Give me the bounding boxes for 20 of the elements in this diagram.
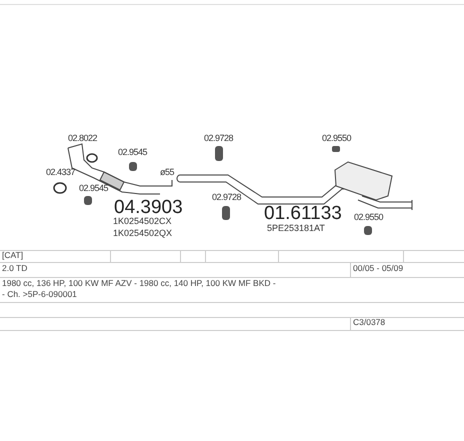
table-text: C3/0378 bbox=[353, 318, 386, 326]
part-number: 02.8022 bbox=[68, 134, 98, 143]
part-number: 02.9728 bbox=[204, 134, 234, 143]
part-number: 02.9545 bbox=[118, 148, 148, 157]
part-number: 5PE253181AT bbox=[267, 224, 325, 233]
table-text: 1980 cc, 136 HP, 100 KW MF AZV - 1980 cc, 140 HP, 100 KW MF BKD - bbox=[2, 279, 276, 288]
part-number: 02.4337 bbox=[46, 168, 76, 177]
table-text: [CAT] bbox=[2, 251, 24, 260]
table-text: 2.0 TD bbox=[2, 264, 28, 272]
part-number: 01.61133 bbox=[264, 204, 342, 223]
part-number: 02.9545 bbox=[79, 184, 108, 193]
part-number: 02.9550 bbox=[354, 213, 384, 222]
part-number: 02.9728 bbox=[212, 193, 242, 202]
part-number: 1K0254502QX bbox=[113, 229, 172, 238]
part-number: ø55 bbox=[160, 168, 174, 177]
part-number: 04.3903 bbox=[114, 198, 183, 217]
part-number: 02.9550 bbox=[322, 134, 352, 143]
table-text: 00/05 - 05/09 bbox=[353, 264, 404, 272]
part-number: 1K0254502CX bbox=[113, 217, 172, 226]
table-text: - Ch. >5P-6-090001 bbox=[2, 290, 77, 298]
